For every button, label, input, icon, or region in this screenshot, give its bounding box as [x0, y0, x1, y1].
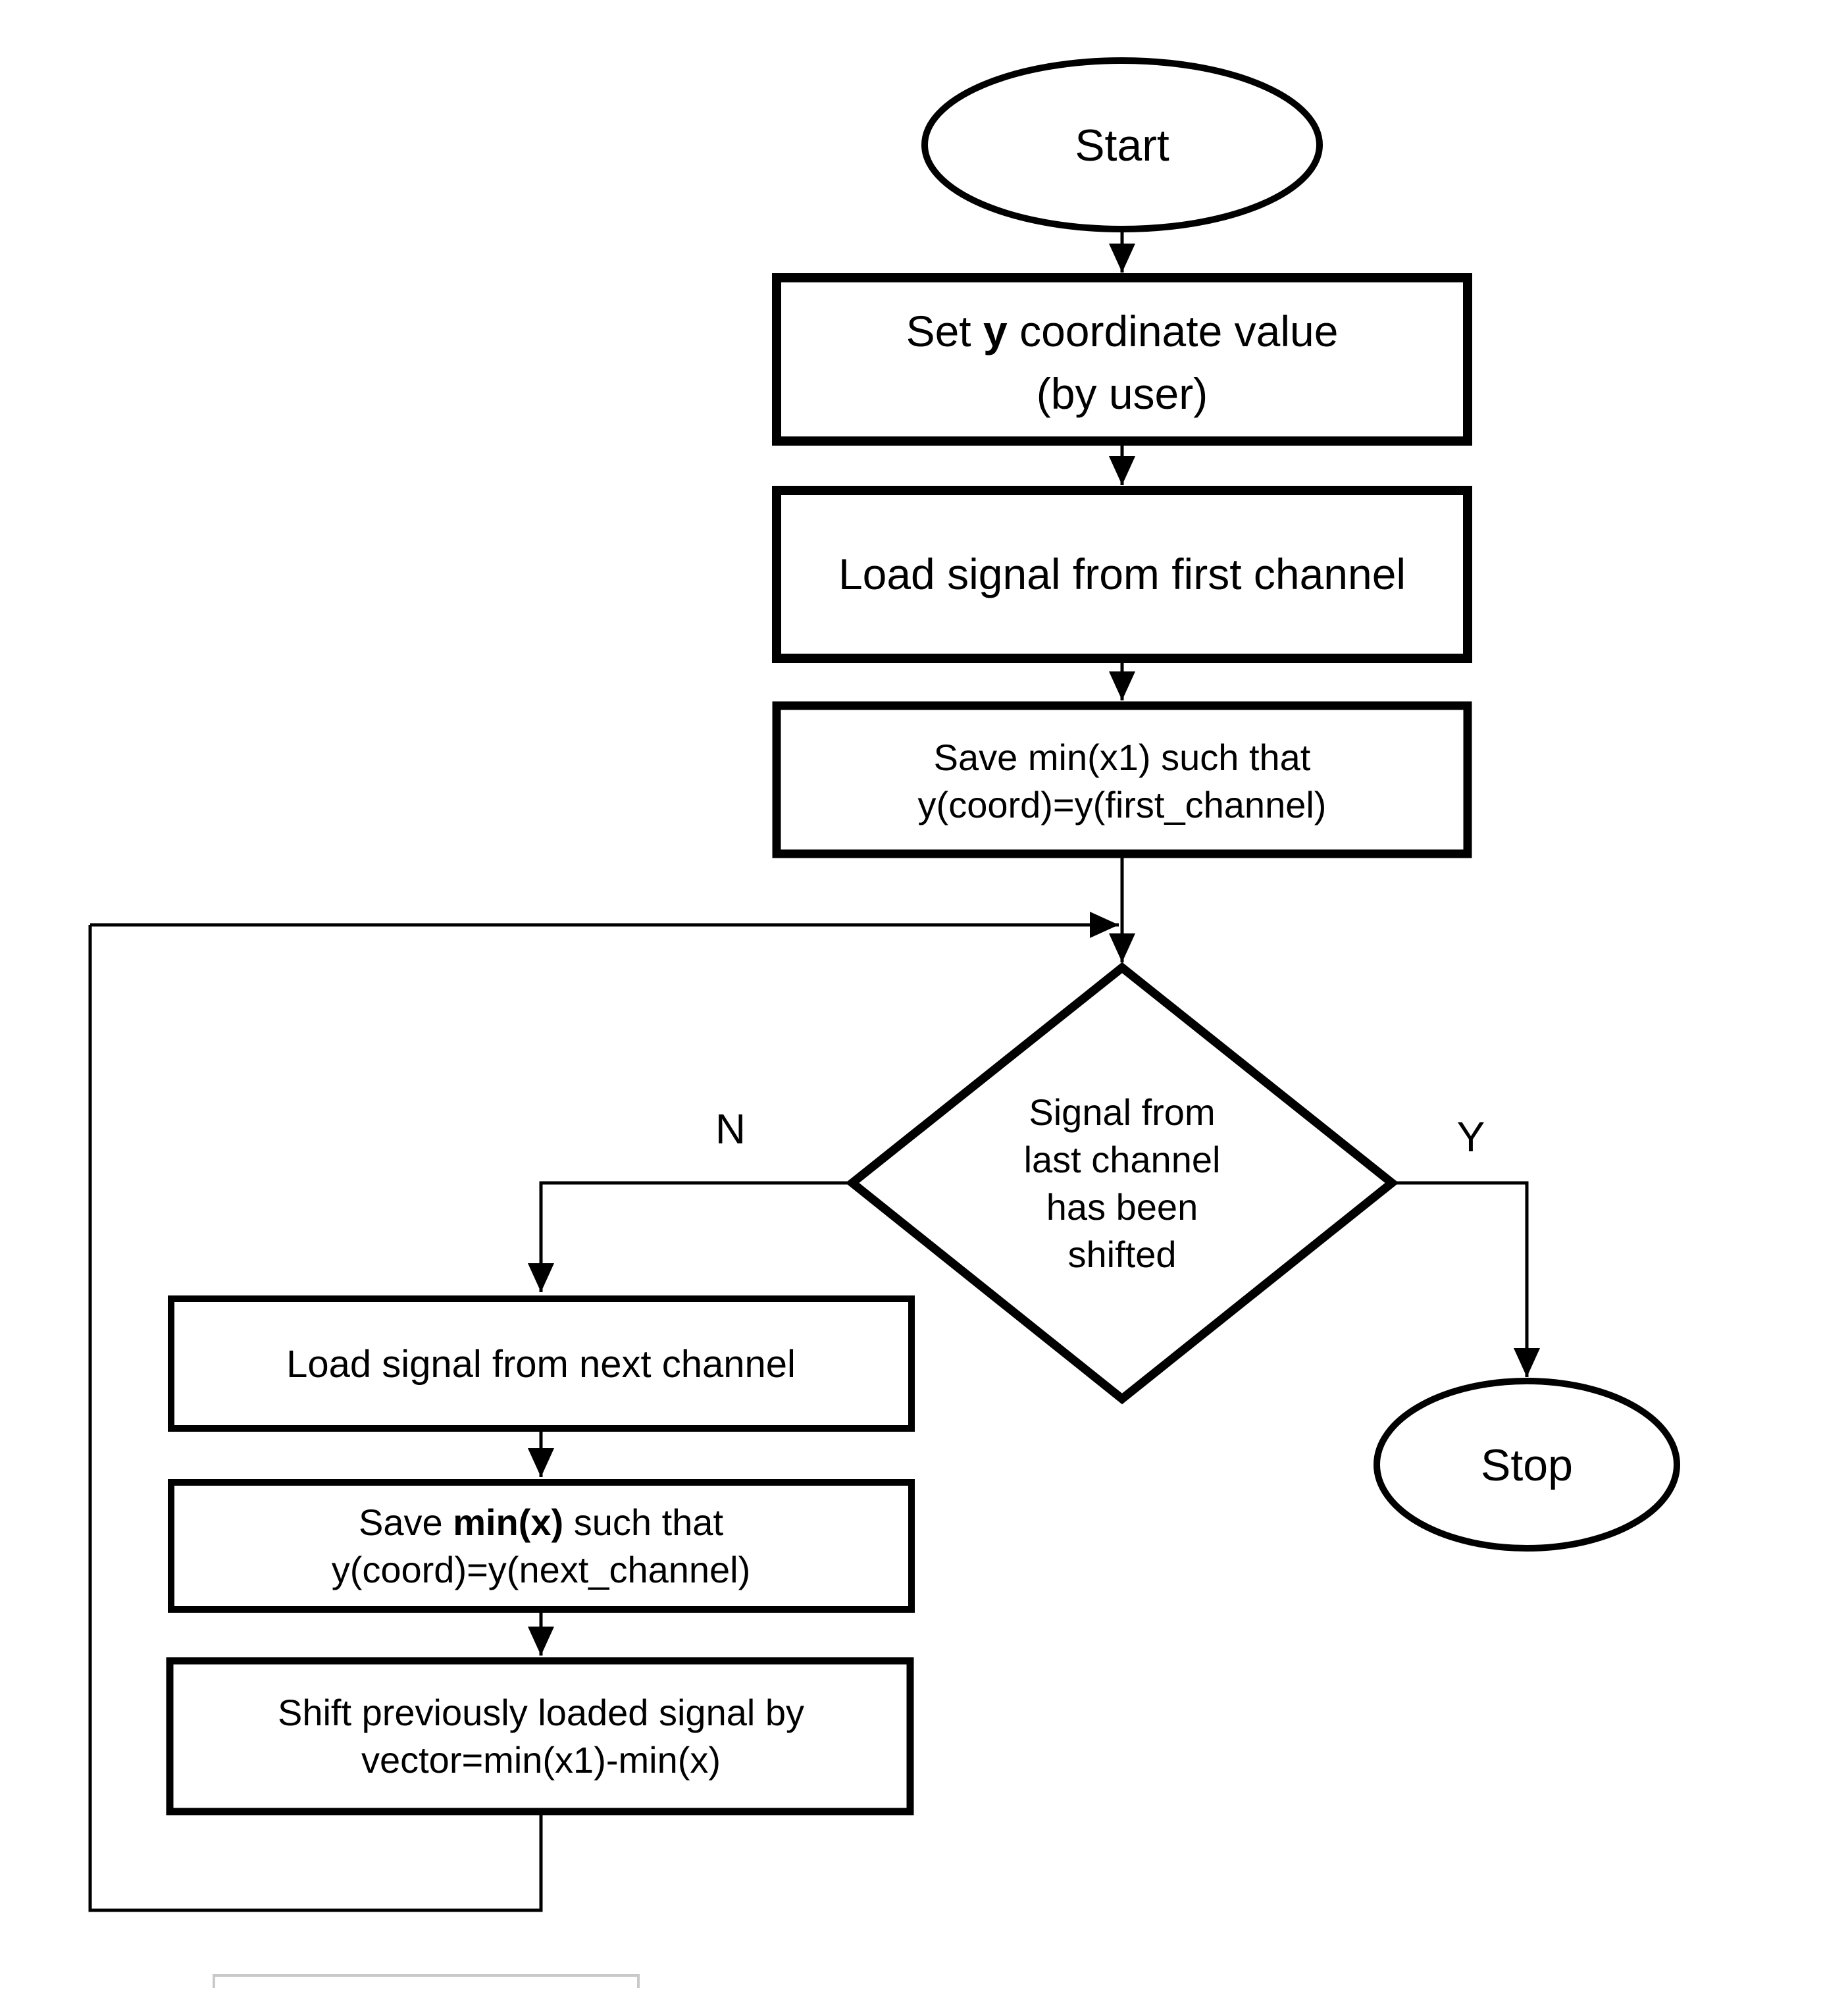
decision-diamond	[845, 962, 1399, 1405]
shift-prev-label-line2: vector=min(x1)-min(x)	[361, 1739, 721, 1781]
set-y-label-line1: Set y coordinate value	[906, 307, 1339, 355]
branch-label-no: N	[715, 1105, 746, 1153]
shift-prev-label-line1: Shift previously loaded signal by	[278, 1692, 804, 1733]
connector-decision-no	[528, 1181, 852, 1292]
set-y-label-line2: (by user)	[1037, 369, 1208, 418]
shift-prev-process	[166, 1657, 914, 1815]
branch-label-yes: Y	[1457, 1113, 1485, 1161]
connector-loopback	[88, 925, 543, 1912]
save-min-x-label-line2: y(coord)=y(next_channel)	[332, 1549, 751, 1590]
save-min-x1-label-line2: y(coord)=y(first_channel)	[918, 784, 1327, 825]
load-next-process	[168, 1295, 915, 1432]
save-min-x-label-line1: Save min(x) such that	[359, 1502, 723, 1543]
load-first-label: Load signal from first channel	[838, 550, 1406, 598]
decision-label-line1: Signal from	[1029, 1091, 1215, 1133]
decision-label-line3: has been	[1046, 1186, 1198, 1228]
cropped-shape-edge	[213, 1974, 640, 1988]
load-first-process	[772, 486, 1472, 663]
save-min-x-process	[168, 1479, 915, 1613]
stop-terminator	[1373, 1378, 1680, 1552]
save-min-x1-process	[772, 701, 1472, 858]
stop-label: Stop	[1481, 1440, 1573, 1490]
save-min-x1-label-line1: Save min(x1) such that	[934, 737, 1311, 778]
start-label: Start	[1075, 120, 1169, 170]
set-y-process	[772, 273, 1472, 446]
decision-label-line4: shifted	[1068, 1234, 1177, 1275]
connector-decision-yes	[1392, 1181, 1540, 1377]
load-next-label: Load signal from next channel	[286, 1343, 796, 1386]
decision-label-line2: last channel	[1024, 1139, 1221, 1180]
start-terminator	[921, 57, 1323, 232]
